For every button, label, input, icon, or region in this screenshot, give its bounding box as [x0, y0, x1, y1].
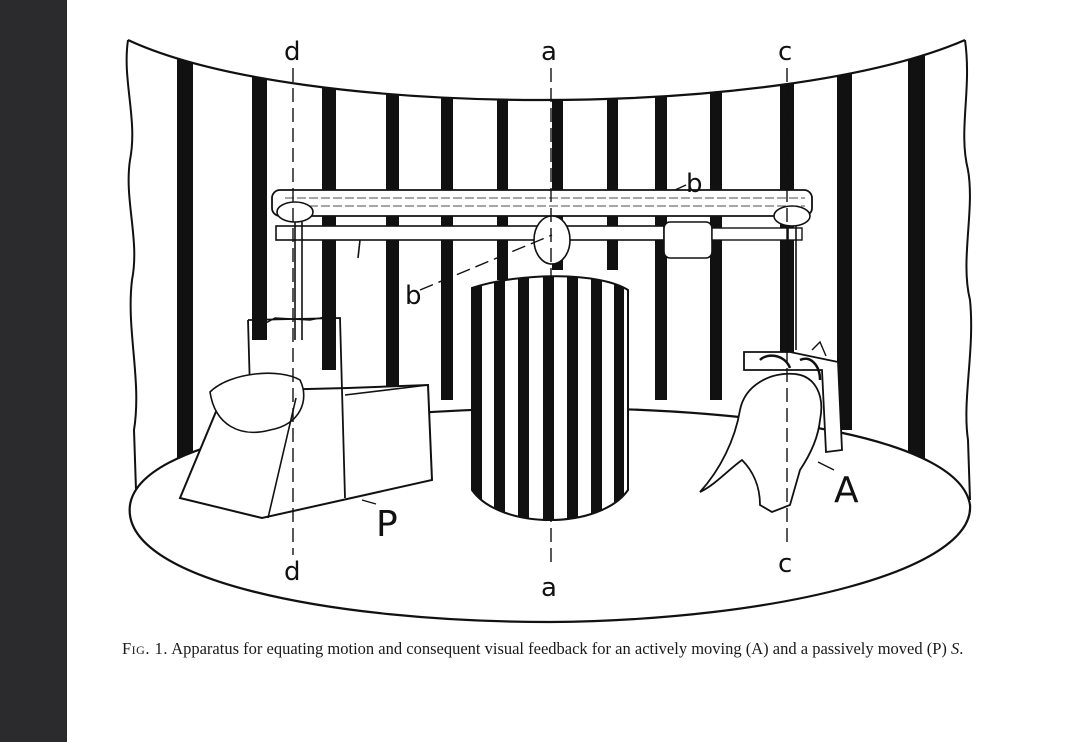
label-active-a: A [834, 470, 859, 511]
label-c-top: c [778, 37, 792, 67]
caption-text: Apparatus for equating motion and conseq… [171, 639, 952, 658]
label-a-bottom: a [541, 573, 557, 603]
active-cat [699, 340, 843, 513]
cylinder-wall [125, 38, 973, 501]
apparatus-figure: d a c d a c b b P A [125, 37, 973, 624]
label-d-top: d [284, 37, 301, 67]
central-drum [471, 275, 629, 521]
label-c-bottom: c [778, 549, 792, 579]
axis-lines [292, 68, 788, 568]
wall-stripes [177, 40, 925, 470]
label-b-upper: b [686, 169, 703, 199]
passive-gondola [178, 315, 434, 520]
caption-subject: S [951, 639, 960, 658]
caption-end: . [959, 639, 964, 658]
label-passive-p: P [376, 504, 398, 545]
figure-caption: Fig. 1. Apparatus for equating motion an… [122, 639, 1052, 659]
label-d-bottom: d [284, 557, 301, 587]
label-a-top: a [541, 37, 557, 67]
document-page: d a c d a c b b P A Fig. 1. Apparatus fo… [67, 0, 1080, 742]
label-b-lower: b [405, 281, 422, 311]
caption-figure-number: Fig. 1. [122, 639, 168, 658]
overhead-beam [271, 189, 813, 350]
left-margin-bar [0, 0, 67, 742]
